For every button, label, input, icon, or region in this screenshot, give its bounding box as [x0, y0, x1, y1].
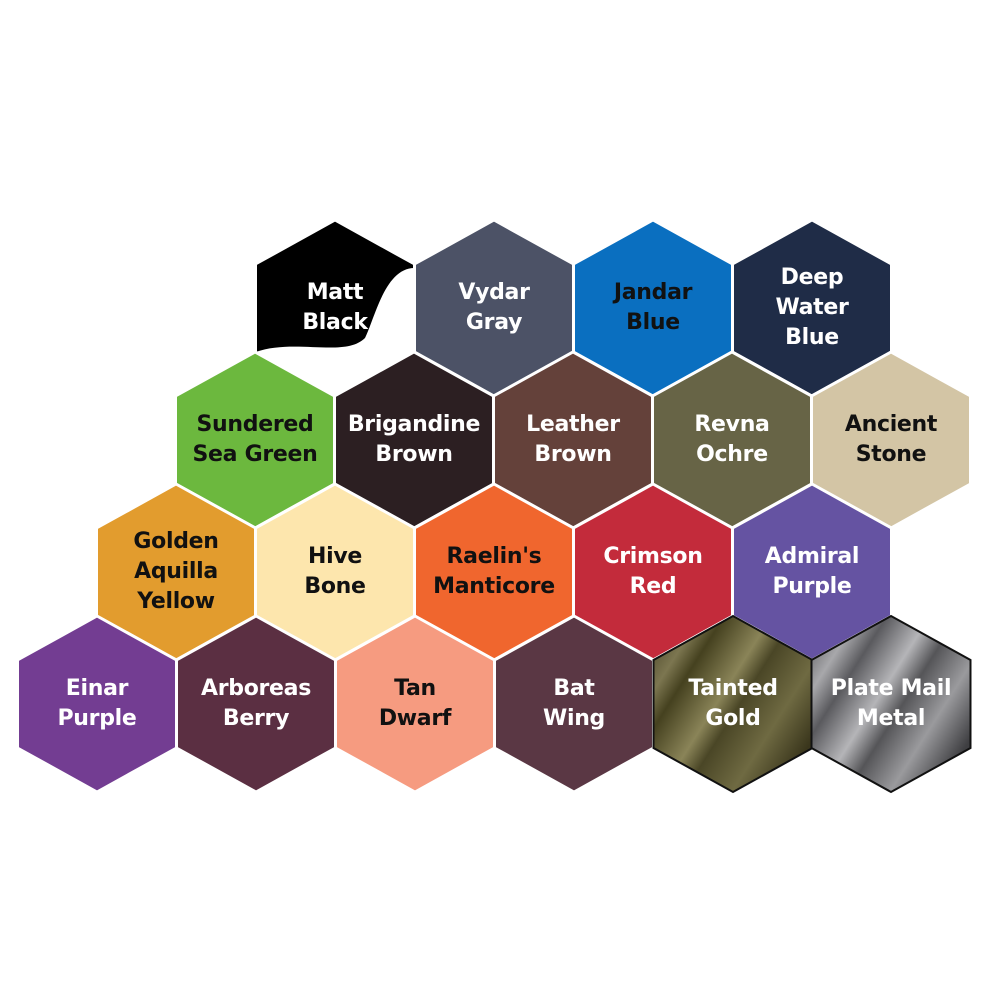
paint-swoosh	[255, 268, 415, 396]
swatch-label-line: Brigandine	[347, 412, 481, 437]
swatch-hex-plate-mail-metal	[810, 614, 972, 794]
swatch-label-line: Tainted	[688, 676, 778, 701]
swatch-label-line: Plate Mail	[830, 676, 952, 701]
swatch-label-line: Bat	[553, 676, 595, 701]
swatch-label-line: Gray	[465, 310, 523, 335]
swatch-label-line: Sea Green	[192, 442, 318, 467]
swatch-label-line: Sundered	[196, 412, 314, 437]
swatch-label-line: Berry	[222, 706, 290, 731]
swatch-label-line: Blue	[785, 325, 839, 350]
swatch-label-line: Wing	[542, 706, 606, 731]
swatch-label-line: Brown	[534, 442, 612, 467]
swatch-label-line: Arboreas	[200, 676, 312, 701]
swatch-label-line: Bone	[304, 574, 366, 599]
swatch-label-line: Leather	[526, 412, 620, 437]
swatch-label-line: Tan	[394, 676, 436, 701]
swatch-label-line: Hive	[307, 544, 362, 569]
swatch-label-line: Purple	[772, 574, 852, 599]
swatch-label-line: Black	[302, 310, 368, 335]
swatch-label-line: Dwarf	[378, 706, 452, 731]
swatch-label-line: Ochre	[696, 442, 768, 467]
swatch-label-line: Admiral	[764, 544, 860, 569]
swatch-label-line: Water	[775, 295, 849, 320]
swatch-label-line: Einar	[65, 676, 129, 701]
swatch-label-line: Vydar	[458, 280, 530, 305]
swatch-label-line: Raelin's	[446, 544, 542, 569]
swatch-label-line: Aquilla	[134, 559, 218, 584]
swatch-label-line: Jandar	[613, 280, 693, 305]
swatch-label-line: Red	[629, 574, 677, 599]
swatch-label-line: Deep	[780, 265, 844, 290]
swatch-label-line: Ancient	[844, 412, 938, 437]
hex-shape	[810, 614, 972, 794]
swatch-label-line: Matt	[306, 280, 364, 305]
swatch-label-line: Blue	[626, 310, 680, 335]
swatch-label-line: Golden	[133, 529, 219, 554]
swatch-label-line: Purple	[57, 706, 137, 731]
swatch-label-line: Manticore	[433, 574, 555, 599]
swatch-label-line: Yellow	[137, 589, 215, 614]
swatch-label-line: Stone	[855, 442, 927, 467]
swatch-label-line: Gold	[705, 706, 761, 731]
swatch-label-line: Revna	[694, 412, 770, 437]
swatch-label-line: Metal	[856, 706, 926, 731]
swatch-label-line: Brown	[375, 442, 453, 467]
swatch-label-line: Crimson	[603, 544, 703, 569]
